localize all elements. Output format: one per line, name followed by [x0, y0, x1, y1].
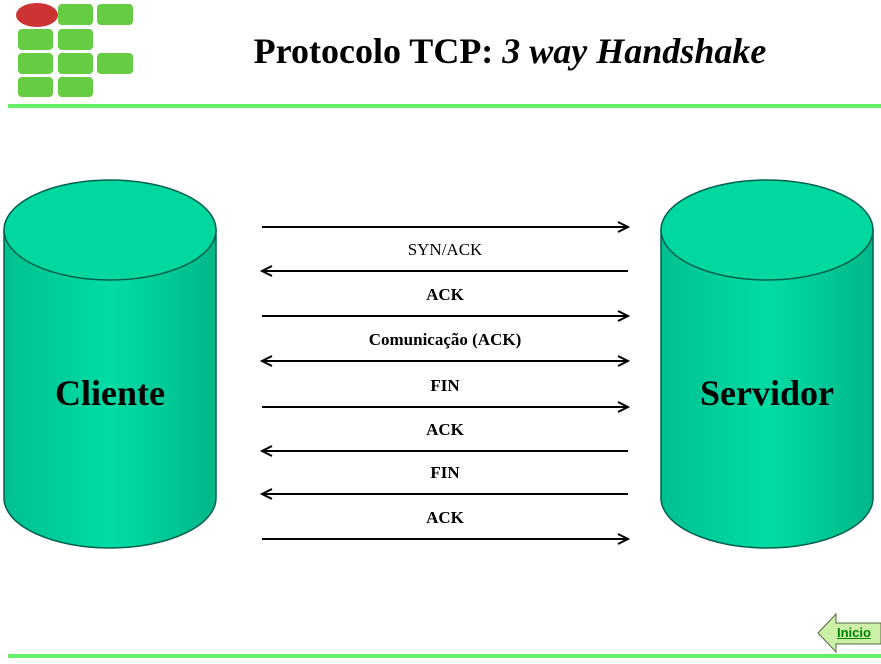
arrow-right	[262, 221, 631, 233]
arrow-label: ACK	[426, 508, 464, 527]
server-label: Servidor	[700, 373, 834, 413]
arrow-left	[259, 265, 628, 277]
arrow-label: Comunicação (ACK)	[368, 330, 522, 349]
arrow-label: ACK	[426, 285, 464, 304]
arrow-left	[259, 445, 628, 457]
arrow-label: FIN	[430, 463, 460, 482]
footer-divider	[8, 654, 881, 658]
page-title: Protocolo TCP: 3 way Handshake	[253, 31, 767, 71]
back-to-start-link[interactable]: Inicio	[837, 625, 871, 640]
arrow-right	[262, 310, 631, 322]
arrow-label: SYN/ACK	[407, 240, 483, 259]
server-cylinder	[660, 179, 874, 549]
arrow-right	[262, 533, 631, 545]
back-arrow-icon[interactable]	[816, 612, 881, 654]
arrow-label: FIN	[430, 376, 460, 395]
institution-logo	[16, 3, 133, 97]
arrow-label: ACK	[426, 420, 464, 439]
arrow-right	[262, 401, 631, 413]
header-divider	[8, 104, 881, 108]
client-label: Cliente	[55, 373, 165, 413]
arrow-both	[259, 355, 631, 367]
arrow-left	[259, 488, 628, 500]
client-cylinder	[3, 179, 217, 549]
